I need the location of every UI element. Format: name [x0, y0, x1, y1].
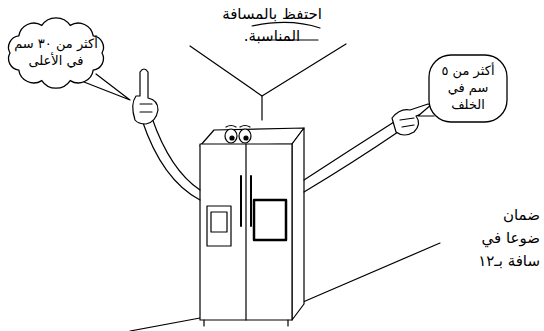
floor-line [130, 318, 200, 331]
cropped-text: سافة بـ١٢ [478, 251, 540, 273]
door-handle [241, 176, 251, 226]
right-arm [304, 122, 394, 180]
fridge-front [200, 144, 292, 320]
pupil [244, 136, 248, 140]
cloud-outline [9, 18, 104, 88]
speech-bubble: أكثر من ٣٠ سم في الأعلى [4, 18, 108, 88]
eye [225, 129, 237, 143]
finger-line [140, 104, 152, 112]
eyebrow [226, 126, 250, 128]
right-arm [304, 132, 398, 192]
water-dispenser [207, 206, 231, 246]
title-note: احتفظ بالمسافة المناسبة. [216, 4, 328, 48]
fridge-side [292, 128, 304, 320]
left-arm [142, 120, 200, 200]
control-panel [254, 200, 286, 240]
cropped-text: ضمان [503, 205, 540, 227]
left-hand [133, 69, 158, 124]
bubble-text: أكثر من ٥ سم في الخلف [438, 63, 498, 114]
floor-line [303, 243, 440, 302]
fridge-foot [204, 320, 288, 326]
round-outline [429, 55, 507, 122]
bubble-text: أكثر من ٣٠ سم في الأعلى [14, 36, 98, 70]
eye [239, 129, 251, 143]
bubble-tail [84, 74, 130, 100]
ceiling-line [190, 44, 346, 96]
door-gap [245, 144, 246, 320]
left-arm [152, 118, 200, 190]
cropped-text: ضوعا في [482, 228, 540, 250]
ceiling-line [261, 96, 262, 120]
fridge-top [200, 128, 304, 146]
dispenser-recess [211, 212, 227, 232]
speech-bubble: أكثر من ٥ سم في الخلف [428, 54, 508, 123]
finger-line [400, 118, 414, 127]
pupil [230, 136, 234, 140]
